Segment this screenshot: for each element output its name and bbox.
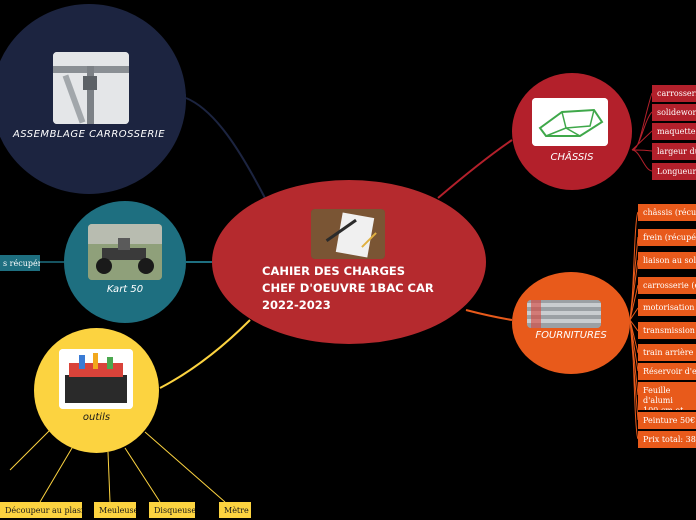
desk-notebook-image — [311, 209, 385, 259]
toolbox-image — [59, 349, 133, 409]
central-node[interactable] — [212, 180, 486, 344]
fournitures-item-4[interactable]: motorisation ( — [638, 299, 696, 316]
aluminium-tubes-image — [527, 300, 601, 328]
chassis-item-2[interactable]: maquette c — [652, 123, 696, 140]
fournitures-item-0[interactable]: châssis (récupé — [638, 204, 696, 221]
aluminium-frame-image — [53, 52, 129, 124]
outils-label: outils — [82, 412, 111, 423]
chassis-item-3[interactable]: largeur du — [652, 143, 696, 160]
outils-item-0[interactable]: Découpeur au plasma — [0, 502, 82, 518]
assemblage-carrosserie-label: ASSEMBLAGE CARROSSERIE — [12, 129, 166, 140]
fournitures-item-5[interactable]: transmission ( — [638, 322, 696, 339]
outils-item-1[interactable]: Meuleuse — [94, 502, 136, 518]
chassis-item-4[interactable]: Longueur d — [652, 163, 696, 180]
fournitures-item-2[interactable]: liaison au sol ( — [638, 252, 696, 269]
fournitures-item-9[interactable]: Peinture 50€ — [638, 412, 696, 429]
fournitures-item-7[interactable]: Réservoir d'ess — [638, 363, 696, 380]
outils-item-2[interactable]: Disqueuse — [149, 502, 195, 518]
kart-photo — [88, 224, 162, 280]
outils-item-3[interactable]: Mètre — [219, 502, 251, 518]
fournitures-label: FOURNITURES — [535, 330, 607, 341]
fournitures-item-10[interactable]: Prix total: 381, — [638, 431, 696, 448]
central-title: CAHIER DES CHARGES CHEF D'OEUVRE 1BAC CA… — [262, 264, 434, 312]
fournitures-item-1[interactable]: frein (récupéré — [638, 229, 696, 246]
fournitures-item-8[interactable]: Feuille d'alumi 100 cm et 60 c — [638, 382, 696, 410]
chassis-item-0[interactable]: carrosserie — [652, 85, 696, 102]
chassis-item-1[interactable]: solidework — [652, 104, 696, 121]
chassis-label: CHÂSSIS — [550, 152, 594, 163]
kart-item-0[interactable]: s récupéré — [0, 255, 40, 271]
fournitures-item-6[interactable]: train arrière (r — [638, 344, 696, 361]
kart-50-label: Kart 50 — [106, 284, 144, 295]
fournitures-item-3[interactable]: carrosserie (en — [638, 277, 696, 294]
chassis-3d-image — [532, 98, 608, 146]
